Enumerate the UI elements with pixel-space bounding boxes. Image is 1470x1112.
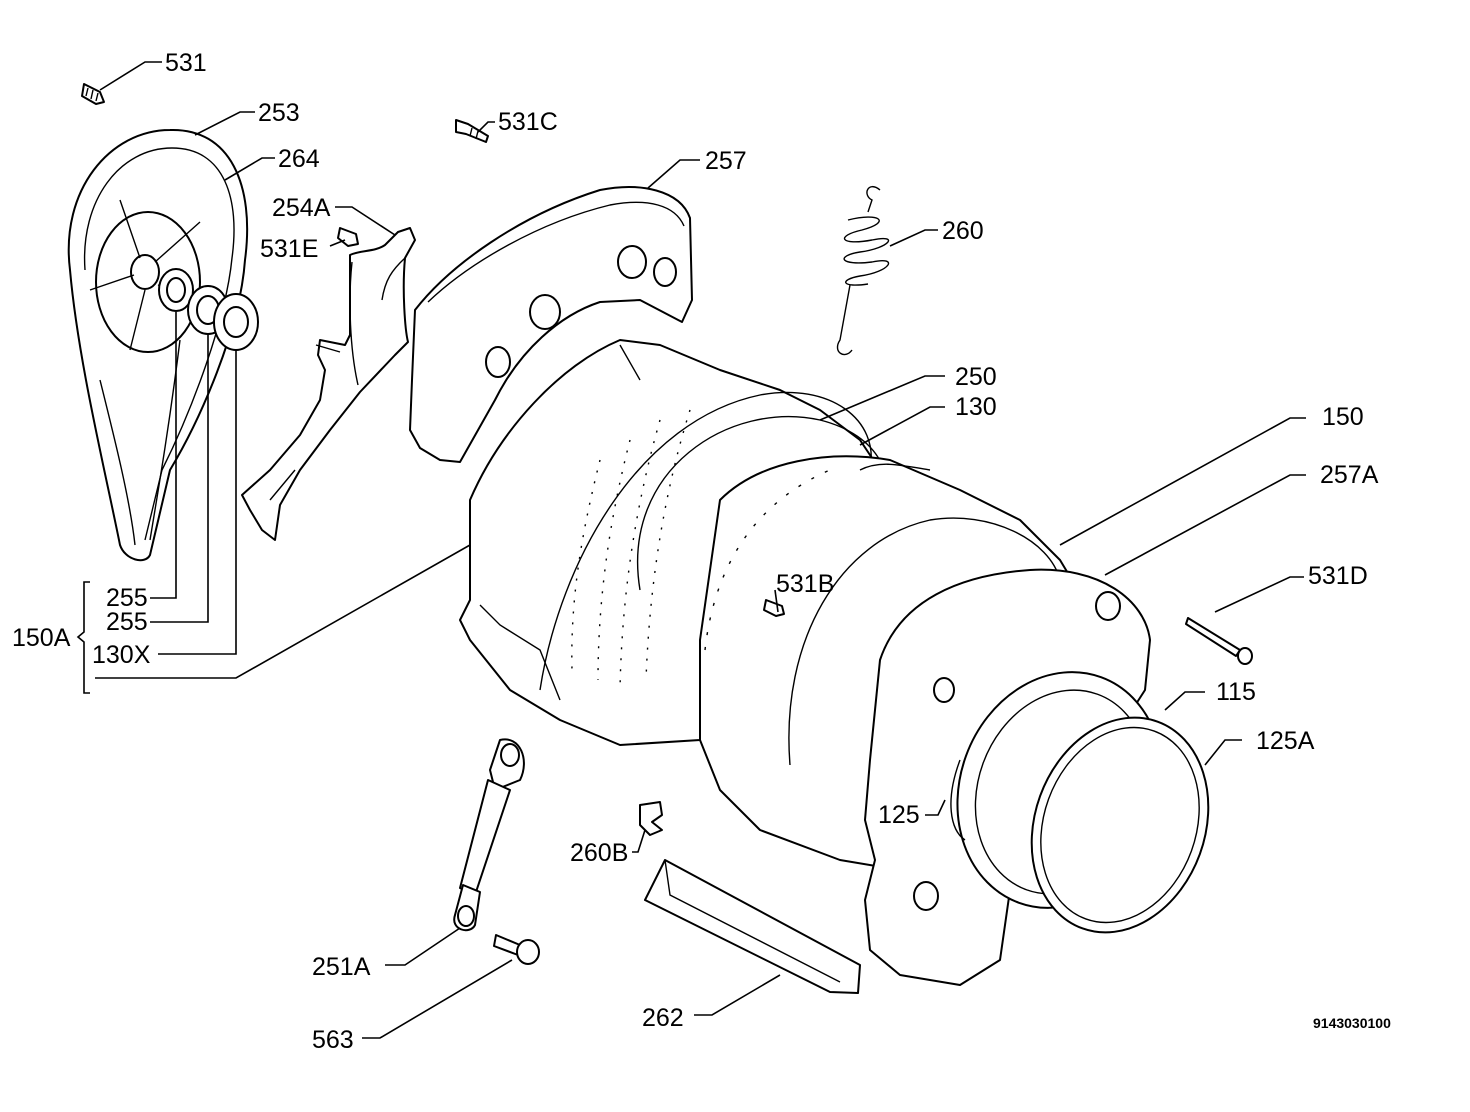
pin-563: [493, 934, 540, 965]
screw-531C: [455, 119, 489, 143]
label-255-a: 255: [106, 584, 148, 612]
label-255-b: 255: [106, 608, 148, 636]
bolt-531D: [1185, 617, 1253, 665]
label-531: 531: [165, 49, 207, 77]
label-264: 264: [278, 145, 320, 173]
screw-531B: [763, 599, 785, 617]
label-150: 150: [1322, 403, 1364, 431]
label-260B: 260B: [570, 839, 628, 867]
counterweight-257: [409, 186, 693, 463]
label-257: 257: [705, 147, 747, 175]
label-260: 260: [942, 217, 984, 245]
label-531C: 531C: [498, 108, 558, 136]
drum-perforations: [571, 409, 691, 691]
leader-lines: [76, 61, 1306, 1039]
label-254A: 254A: [272, 194, 331, 222]
label-130X: 130X: [92, 641, 151, 669]
label-125: 125: [878, 801, 920, 829]
label-251A: 251A: [312, 953, 371, 981]
label-262: 262: [642, 1004, 684, 1032]
label-115: 115: [1216, 678, 1256, 706]
clip-260B: [639, 801, 663, 836]
label-150A: 150A: [12, 624, 71, 652]
label-250: 250: [955, 363, 997, 391]
part-labels: 531 531C 253 264 254A 531E 257 260 250 1…: [12, 49, 1391, 1054]
label-531B: 531B: [776, 570, 834, 598]
label-253: 253: [258, 99, 300, 127]
rear-tub-250: [459, 339, 881, 746]
bearing-255-inner: [158, 268, 194, 312]
label-531E: 531E: [260, 235, 318, 263]
label-257A: 257A: [1320, 461, 1379, 489]
diagram-number: 9143030100: [1313, 1015, 1391, 1031]
label-125A: 125A: [1256, 727, 1315, 755]
seal-130X: [213, 293, 259, 351]
clamp-ring-125: [950, 759, 966, 841]
screw-531: [81, 83, 105, 105]
screw-531E: [337, 227, 359, 247]
label-563: 563: [312, 1026, 354, 1054]
shock-absorber-251A: [453, 738, 525, 932]
label-130: 130: [955, 393, 997, 421]
lifter-262: [644, 859, 861, 994]
clamp-ring-125A: [1030, 716, 1210, 934]
pulley-253: [67, 128, 249, 562]
label-531D: 531D: [1308, 562, 1368, 590]
bracket-254A: [241, 227, 416, 541]
spring-260: [836, 185, 890, 356]
